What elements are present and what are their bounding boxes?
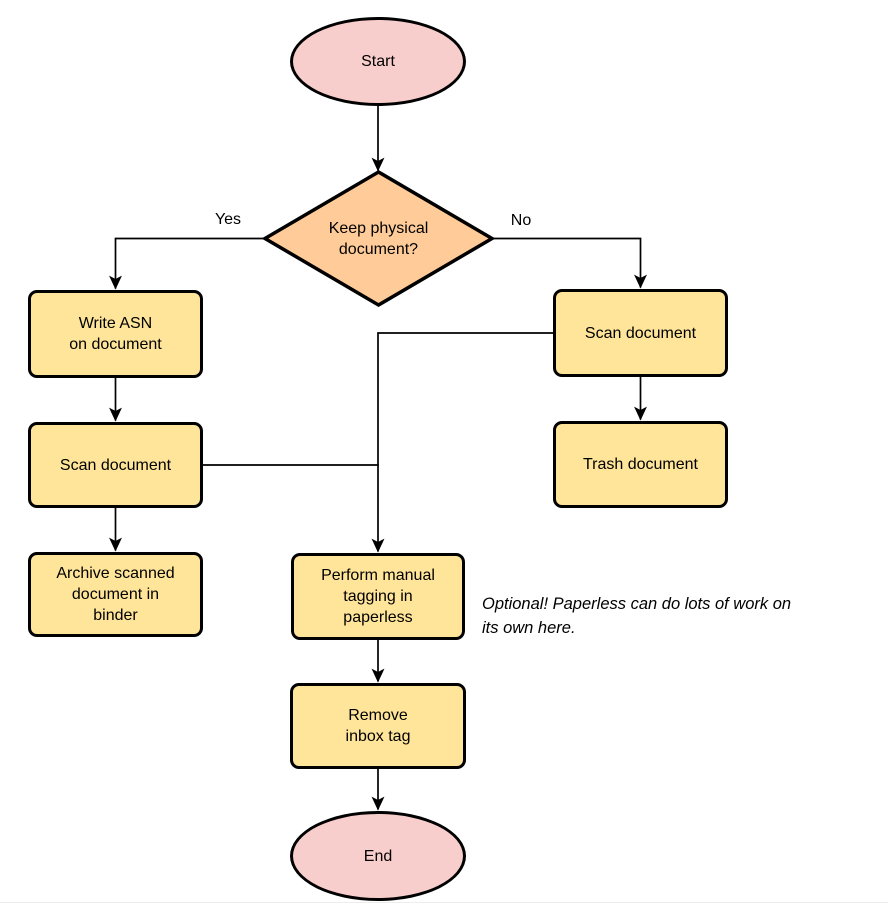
node-keep-physical-document-decision: Keep physical document? <box>261 169 496 308</box>
node-archive-scanned-document: Archive scanned document in binder <box>28 552 203 637</box>
bottom-divider <box>0 902 888 903</box>
node-end-label: End <box>363 847 393 865</box>
node-perform-manual-tagging: Perform manual tagging in paperless <box>291 553 465 640</box>
node-scan-left-label: Scan document <box>59 456 172 474</box>
edge-scan-right-to-tagging <box>371 332 553 553</box>
node-remove-inbox-tag: Remove inbox tag <box>290 683 466 769</box>
node-scan-document-right: Scan document <box>553 289 728 377</box>
node-remove-inbox-label: Remove inbox tag <box>345 707 411 745</box>
node-start-label: Start <box>361 53 395 70</box>
edge-label-yes: Yes <box>214 211 242 228</box>
node-start: Start <box>290 17 466 106</box>
node-archive-label: Archive scanned document in binder <box>56 565 175 624</box>
edge-label-no: No <box>510 212 532 229</box>
node-scan-right-label: Scan document <box>584 324 697 342</box>
node-write-asn-label: Write ASN on document <box>69 315 162 353</box>
node-trash-document: Trash document <box>553 421 728 508</box>
decision-diamond-shape <box>261 169 496 308</box>
node-scan-document-left: Scan document <box>28 422 203 508</box>
node-decision-label: Keep physical document? <box>328 219 429 258</box>
node-trash-label: Trash document <box>582 456 698 473</box>
node-end: End <box>290 811 466 901</box>
node-tagging-label: Perform manual tagging in paperless <box>321 567 435 626</box>
edge-decision-yes-to-write-asn <box>109 237 265 290</box>
optional-note: Optional! Paperless can do lots of work … <box>482 595 792 637</box>
node-write-asn-on-document: Write ASN on document <box>28 290 203 378</box>
edge-decision-no-to-scan-right <box>492 237 647 289</box>
